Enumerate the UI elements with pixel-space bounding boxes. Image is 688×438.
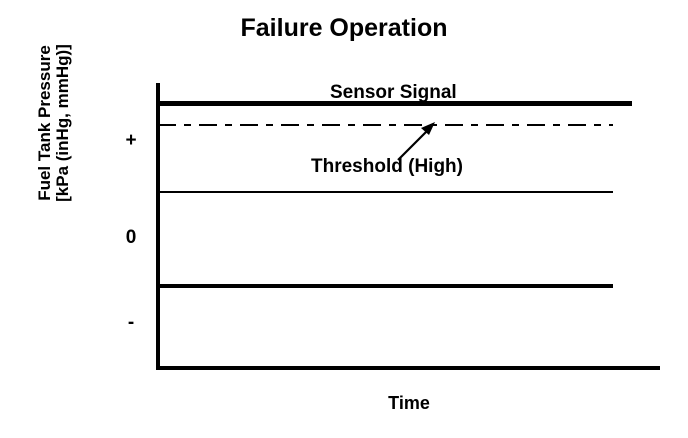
low-reference-line [158,284,613,288]
x-axis-label: Time [388,393,430,413]
y-axis-line [156,83,160,370]
y-axis-label-line-2: [kPa (inHg, mmHg)] [53,44,72,202]
chart-title: Failure Operation [240,14,448,42]
threshold-annotation-arrow-icon [397,122,435,161]
mid-reference-line [158,191,613,193]
sensor-signal-line [158,101,632,106]
y-axis-label: Fuel Tank Pressure [kPa (inHg, mmHg)] [26,0,82,253]
y-tick-label-plus: + [125,130,137,151]
y-tick-label-minus: - [127,312,135,333]
y-tick-label-zero: 0 [125,227,137,248]
threshold-high-line [158,124,613,126]
x-axis-line [156,366,660,370]
sensor-signal-label: Sensor Signal [330,82,457,103]
y-axis-label-line-1: Fuel Tank Pressure [34,45,54,201]
threshold-high-label: Threshold (High) [311,156,463,177]
